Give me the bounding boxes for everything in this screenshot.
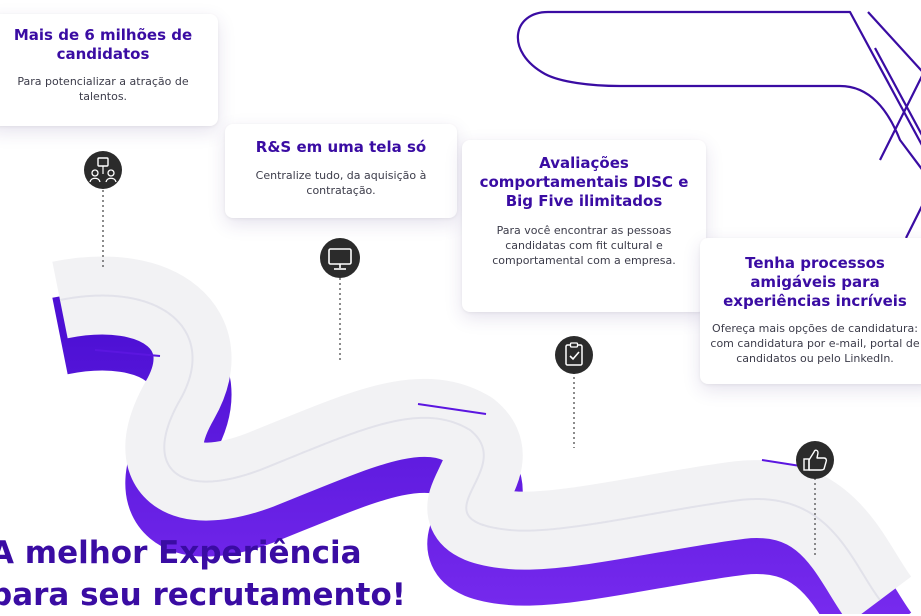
monitor-icon [320,238,360,278]
road-marker [94,349,161,357]
feature-card-text: Para potencializar a atração de talentos… [17,75,189,103]
arrow-outline-decoration [516,10,921,170]
feature-card-friendly-processes: Tenha processos amigáveis para experiênc… [700,238,921,384]
feature-card-title: Tenha processos amigáveis para experiênc… [723,254,907,310]
feature-card-single-screen: R&S em uma tela só Centralize tudo, da a… [225,124,457,218]
feature-card-title: Mais de 6 milhões de candidatos [13,26,193,63]
feature-card-title: Avaliações comportamentais DISC e Big Fi… [479,154,689,210]
feature-card-title: R&S em uma tela só [255,138,427,156]
clipboard-check-icon [555,336,593,374]
connectors [102,190,816,558]
road-marker [417,403,487,415]
feature-card-text: Para você encontrar as pessoas candidata… [492,224,676,267]
feature-card-text: Centralize tudo, da aquisição à contrata… [255,169,427,197]
page-headline: A melhor Experiência para seu recrutamen… [0,532,406,616]
feature-card-assessments: Avaliações comportamentais DISC e Big Fi… [462,140,706,312]
headline-line-1: A melhor Experiência [0,535,362,571]
people-network-icon [84,151,122,189]
road-edge [59,294,881,601]
headline-line-2: para seu recrutamento! [0,577,406,613]
feature-card-text: Ofereça mais opções de candidatura: com … [710,322,920,365]
thumbs-up-icon [796,441,834,479]
feature-card-candidates: Mais de 6 milhões de candidatos Para pot… [0,14,218,126]
winding-road [52,256,912,614]
